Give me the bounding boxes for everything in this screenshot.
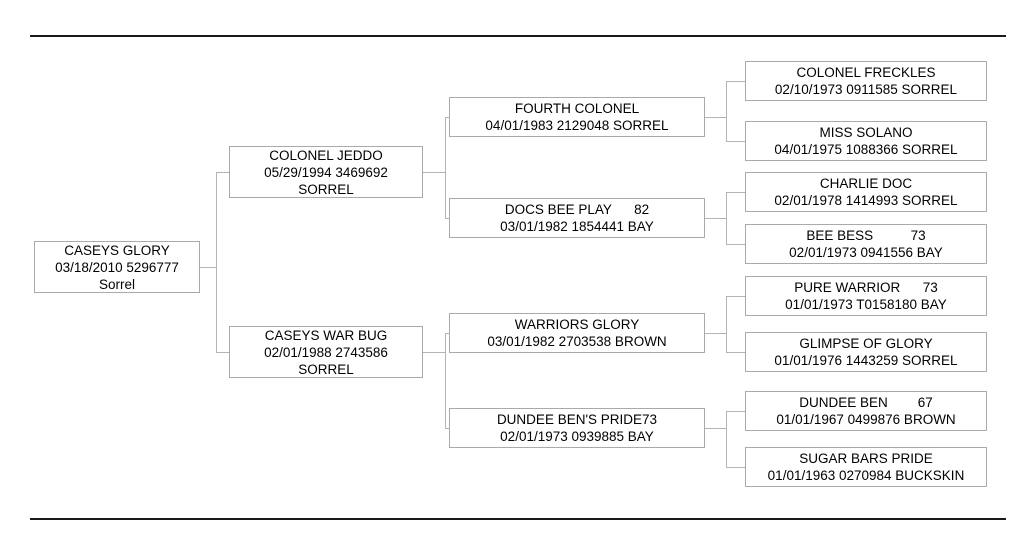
horse-details: 02/01/1973 0939885 BAY: [500, 429, 654, 444]
pedigree-node-sire-dam-sire[interactable]: CHARLIE DOC 02/01/1978 1414993 SORREL: [745, 172, 987, 212]
pedigree-node-dam[interactable]: CASEYS WAR BUG 02/01/1988 2743586 SORREL: [229, 326, 423, 378]
connector: [727, 192, 745, 193]
pedigree-node-dam-dam-sire[interactable]: DUNDEE BEN 67 01/01/1967 0499876 BROWN: [745, 391, 987, 431]
horse-details: 03/01/1982 1854441 BAY: [500, 219, 654, 234]
connector: [727, 411, 745, 412]
connector: [726, 296, 727, 353]
connector: [705, 333, 726, 334]
horse-name: FOURTH COLONEL: [514, 101, 640, 116]
connector: [446, 428, 450, 429]
horse-name: COLONEL FRECKLES: [796, 65, 936, 80]
horse-details: 04/01/1975 1088366 SORREL: [774, 142, 958, 157]
pedigree-node-sire-dam[interactable]: DOCS BEE PLAY 82 03/01/1982 1854441 BAY: [449, 198, 705, 238]
pedigree-node-sire-sire-dam[interactable]: MISS SOLANO 04/01/1975 1088366 SORREL: [745, 121, 987, 161]
connector: [726, 81, 727, 142]
horse-details: 02/01/1988 2743586: [264, 344, 388, 360]
connector: [445, 333, 446, 429]
connector: [727, 467, 745, 468]
pedigree-node-dam-dam[interactable]: DUNDEE BEN'S PRIDE73 02/01/1973 0939885 …: [449, 408, 705, 448]
connector: [446, 333, 450, 334]
horse-name: SUGAR BARS PRIDE: [799, 451, 933, 466]
connector: [217, 352, 229, 353]
connector: [727, 81, 745, 82]
connector: [705, 117, 726, 118]
horse-name: CHARLIE DOC: [819, 176, 913, 191]
horse-color: SORREL: [298, 361, 354, 377]
horse-name: DOCS BEE PLAY 82: [504, 202, 650, 217]
connector: [445, 117, 446, 219]
horse-color: SORREL: [298, 181, 354, 197]
connector: [423, 352, 445, 353]
connector: [726, 411, 727, 468]
horse-name: CASEYS WAR BUG: [264, 327, 388, 343]
horse-color: Sorrel: [98, 276, 135, 292]
connector: [217, 172, 229, 173]
connector: [727, 244, 745, 245]
pedigree-node-sire-sire[interactable]: FOURTH COLONEL 04/01/1983 2129048 SORREL: [449, 97, 705, 137]
horse-details: 02/01/1978 1414993 SORREL: [774, 193, 958, 208]
horse-details: 03/01/1982 2703538 BROWN: [487, 334, 667, 349]
pedigree-node-sire[interactable]: COLONEL JEDDO 05/29/1994 3469692 SORREL: [229, 146, 423, 198]
horse-details: 05/29/1994 3469692: [264, 164, 388, 180]
horse-details: 03/18/2010 5296777: [55, 259, 179, 275]
connector: [727, 296, 745, 297]
connector: [423, 172, 445, 173]
horse-name: CASEYS GLORY: [64, 242, 170, 258]
horse-name: WARRIORS GLORY: [514, 317, 640, 332]
connector: [727, 141, 745, 142]
pedigree-node-dam-sire[interactable]: WARRIORS GLORY 03/01/1982 2703538 BROWN: [449, 313, 705, 353]
pedigree-node-subject[interactable]: CASEYS GLORY 03/18/2010 5296777 Sorrel: [34, 241, 200, 293]
horse-details: 01/01/1967 0499876 BROWN: [776, 412, 956, 427]
pedigree-node-dam-sire-dam[interactable]: GLIMPSE OF GLORY 01/01/1976 1443259 SORR…: [745, 332, 987, 372]
horse-details: 01/01/1963 0270984 BUCKSKIN: [767, 468, 965, 483]
horse-name: DUNDEE BEN 67: [799, 395, 933, 410]
horse-name: PURE WARRIOR 73: [794, 280, 938, 295]
connector: [705, 428, 726, 429]
pedigree-node-sire-dam-dam[interactable]: BEE BESS 73 02/01/1973 0941556 BAY: [745, 224, 987, 264]
pedigree-node-dam-sire-sire[interactable]: PURE WARRIOR 73 01/01/1973 T0158180 BAY: [745, 276, 987, 316]
horse-name: MISS SOLANO: [819, 125, 913, 140]
connector: [446, 218, 450, 219]
horse-name: COLONEL JEDDO: [269, 147, 383, 163]
horse-details: 01/01/1976 1443259 SORREL: [774, 353, 958, 368]
bottom-rule: [30, 518, 1006, 520]
top-rule: [30, 35, 1006, 37]
connector: [727, 352, 745, 353]
connector: [446, 117, 450, 118]
connector: [726, 192, 727, 245]
horse-name: GLIMPSE OF GLORY: [799, 336, 933, 351]
connector: [200, 267, 216, 268]
horse-details: 02/01/1973 0941556 BAY: [789, 245, 943, 260]
horse-details: 02/10/1973 0911585 SORREL: [774, 82, 958, 97]
pedigree-node-dam-dam-dam[interactable]: SUGAR BARS PRIDE 01/01/1963 0270984 BUCK…: [745, 447, 987, 487]
horse-details: 01/01/1973 T0158180 BAY: [785, 297, 947, 312]
connector: [705, 218, 726, 219]
horse-details: 04/01/1983 2129048 SORREL: [485, 118, 669, 133]
pedigree-node-sire-sire-sire[interactable]: COLONEL FRECKLES 02/10/1973 0911585 SORR…: [745, 61, 987, 101]
connector: [216, 172, 217, 353]
horse-name: DUNDEE BEN'S PRIDE73: [496, 412, 658, 427]
horse-name: BEE BESS 73: [806, 228, 926, 243]
